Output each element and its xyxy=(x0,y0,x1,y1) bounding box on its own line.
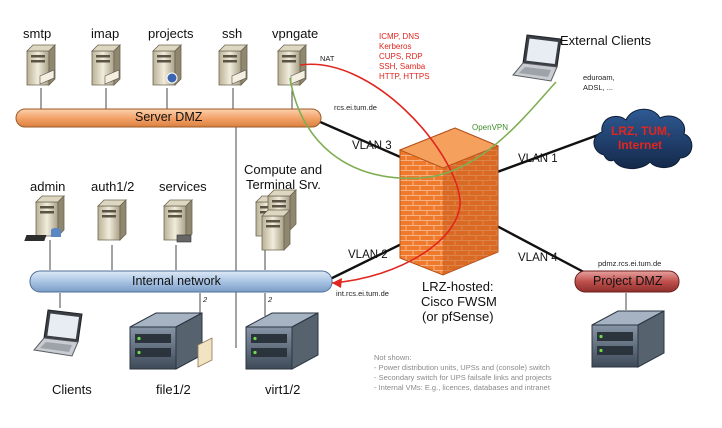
note-line: Not shown: xyxy=(374,353,412,362)
server-icon-auth xyxy=(24,199,127,241)
firewall-label-1: LRZ-hosted: xyxy=(422,279,494,294)
protocol-item: HTTP, HTTPS xyxy=(379,72,430,81)
protocol-item: Kerberos xyxy=(379,42,412,51)
protocol-item: ICMP, DNS xyxy=(379,32,420,41)
internal-network-host: int.rcs.ei.tum.de xyxy=(336,289,389,298)
compute-servers-icon xyxy=(255,189,297,251)
server-icon-services xyxy=(163,199,193,243)
server-label-smtp: smtp xyxy=(23,26,52,41)
server-icon-smtp xyxy=(26,44,56,86)
server-connectors xyxy=(40,88,627,348)
external-clients-label: External Clients xyxy=(560,33,652,48)
virt-count: 2 xyxy=(268,295,273,304)
vlan-3-label: VLAN 3 xyxy=(352,140,392,152)
nat-arrow xyxy=(332,278,342,288)
external-note-1: eduroam, xyxy=(583,73,615,82)
nat-line xyxy=(299,63,461,284)
note-line: - Internal VMs: E.g., licences, database… xyxy=(374,383,550,392)
server-icon-admin xyxy=(35,195,65,237)
server-icon-ssh xyxy=(218,44,248,86)
vlan-1-label: VLAN 1 xyxy=(518,153,558,165)
compute-label-1: Compute and xyxy=(244,162,323,177)
project-server-rack-icon xyxy=(591,310,665,368)
firewall-label-2: Cisco FWSM xyxy=(421,294,497,309)
server-dmz-bar xyxy=(15,108,322,128)
server-label-ssh: ssh xyxy=(222,26,243,41)
internal-network-label: Internal network xyxy=(132,274,221,288)
server-label-imap: imap xyxy=(91,26,120,41)
internal-network-bar xyxy=(29,270,333,293)
server-icon-projects xyxy=(152,44,182,86)
project-dmz-label: Project DMZ xyxy=(593,274,663,288)
server-label-projects: projects xyxy=(148,26,194,41)
openvpn-line xyxy=(289,77,557,179)
server-label-services: services xyxy=(159,179,207,194)
cloud-icon xyxy=(593,108,693,169)
server-dmz-host: rcs.ei.tum.de xyxy=(334,103,377,112)
openvpn-label: OpenVPN xyxy=(472,123,509,132)
protocol-item: SSH, Samba xyxy=(379,62,426,71)
nat-label: NAT xyxy=(320,54,335,63)
clients-label: Clients xyxy=(52,382,92,397)
cloud-label-1: LRZ, TUM, xyxy=(611,124,671,138)
virt-label: virt1/2 xyxy=(265,382,301,397)
note-line: - Secondary switch for UPS failsafe link… xyxy=(374,373,552,382)
file-label: file1/2 xyxy=(156,382,191,397)
protocol-item: CUPS, RDP xyxy=(379,52,423,61)
server-label-admin: admin xyxy=(30,179,66,194)
not-shown-note: Not shown: - Power distribution units, U… xyxy=(374,353,552,393)
firewall-label-3: (or pfSense) xyxy=(422,309,494,324)
server-label-vpngate: vpngate xyxy=(272,26,319,41)
note-line: - Power distribution units, UPSs and (co… xyxy=(374,363,550,372)
protocol-list: ICMP, DNS Kerberos CUPS, RDP SSH, Samba … xyxy=(379,32,430,82)
firewall-icon xyxy=(398,127,500,276)
file-count: 2 xyxy=(203,295,208,304)
compute-label-2: Terminal Srv. xyxy=(246,177,321,192)
server-label-auth: auth1/2 xyxy=(91,179,135,194)
cloud-label-2: Internet xyxy=(618,138,663,152)
external-laptop-icon xyxy=(512,34,562,82)
external-note-2: ADSL, ... xyxy=(583,83,614,92)
clients-laptop-icon xyxy=(33,309,83,357)
vlan-4-label: VLAN 4 xyxy=(518,252,558,264)
vlan-2-label: VLAN 2 xyxy=(348,249,388,261)
file-server-rack-icon xyxy=(129,312,213,370)
project-dmz-bar xyxy=(574,270,680,293)
project-dmz-host: pdmz.rcs.ei.tum.de xyxy=(598,259,662,268)
server-dmz-label: Server DMZ xyxy=(135,110,203,124)
virt-server-rack-icon xyxy=(245,312,319,370)
server-icon-imap xyxy=(91,44,121,86)
